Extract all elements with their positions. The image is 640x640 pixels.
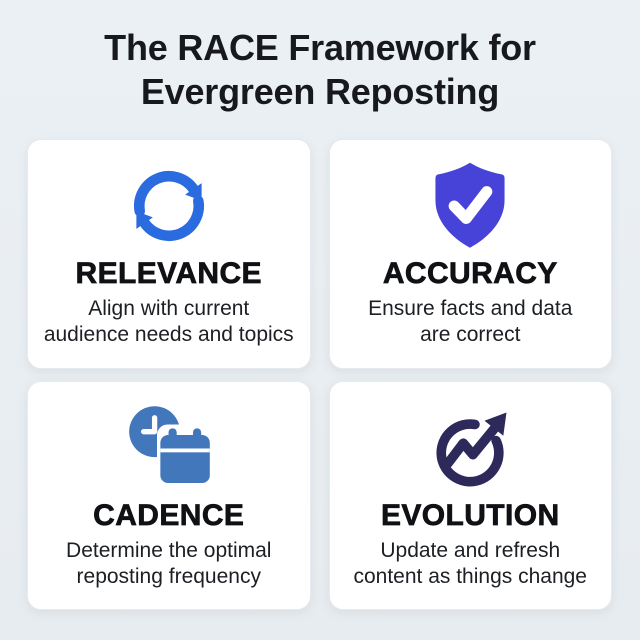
page-title: The RACE Framework for Evergreen Reposti… [0,26,640,114]
card-title: RELEVANCE [75,257,262,291]
page-title-line-2: Evergreen Reposting [140,71,500,112]
card-description: Ensure facts and data are correct [368,296,572,348]
card-description-line: Align with current [88,297,250,320]
card-description: Update and refresh content as things cha… [353,538,587,590]
card-title: CADENCE [93,498,245,532]
card-description: Determine the optimal reposting frequenc… [66,538,271,590]
card-title: EVOLUTION [380,498,560,532]
card-cadence: CADENCE Determine the optimal reposting … [27,380,311,610]
card-description-line: content as things change [353,564,587,588]
card-accuracy: ACCURACY Ensure facts and data are corre… [328,139,612,369]
card-description-line: reposting frequency [76,564,261,588]
card-description-line: are correct [420,323,521,346]
page-title-line-1: The RACE Framework for [104,27,536,68]
card-description-line: Update and refresh [380,538,561,562]
card-evolution: EVOLUTION Update and refresh content as … [328,380,612,610]
card-description-line: Determine the optimal [66,538,272,562]
card-grid: RELEVANCE Align with current audience ne… [27,139,612,610]
card-relevance: RELEVANCE Align with current audience ne… [27,139,311,369]
card-description-line: audience needs and topics [43,323,294,346]
clock-calendar-icon [120,400,218,496]
card-title: ACCURACY [382,257,558,291]
card-description-line: Ensure facts and data [368,297,573,320]
sync-icon [120,158,218,254]
shield-check-icon [421,158,519,254]
card-description: Align with current audience needs and to… [44,296,294,348]
growth-arrow-icon [421,400,519,496]
